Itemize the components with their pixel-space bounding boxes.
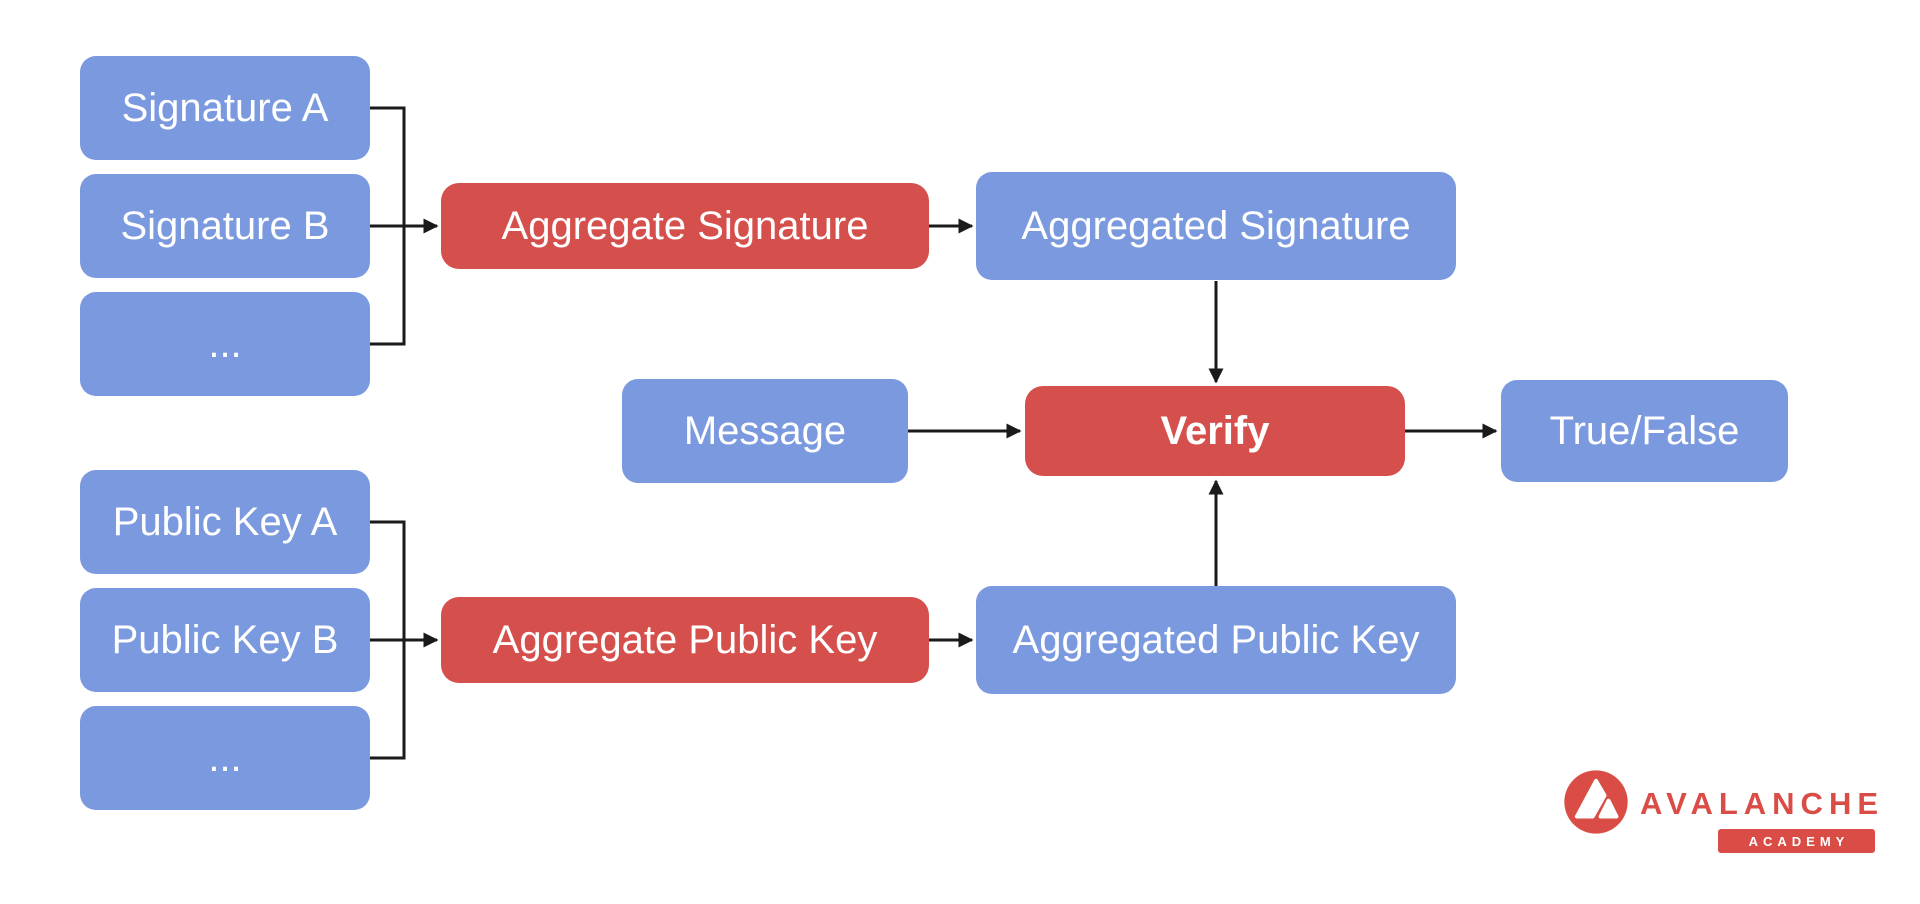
node-true-false: True/False	[1501, 380, 1788, 482]
avalanche-brand-text: AVALANCHE	[1640, 786, 1885, 821]
node-signature-a: Signature A	[80, 56, 370, 160]
node-signature-more: ...	[80, 292, 370, 396]
node-signature-b: Signature B	[80, 174, 370, 278]
academy-badge: ACADEMY	[1718, 829, 1875, 853]
node-message: Message	[622, 379, 908, 483]
avalanche-academy-logo: AVALANCHE ACADEMY	[1563, 769, 1879, 855]
node-aggregated-public-key: Aggregated Public Key	[976, 586, 1456, 694]
connector-signatures-trunk	[370, 106, 406, 346]
node-public-key-b: Public Key B	[80, 588, 370, 692]
node-public-key-a: Public Key A	[80, 470, 370, 574]
avalanche-logo-icon	[1564, 770, 1628, 834]
node-aggregated-signature: Aggregated Signature	[976, 172, 1456, 280]
node-aggregate-public-key: Aggregate Public Key	[441, 597, 929, 683]
node-public-key-more: ...	[80, 706, 370, 810]
node-verify: Verify	[1025, 386, 1405, 476]
connector-publickeys-trunk	[370, 520, 406, 760]
node-aggregate-signature: Aggregate Signature	[441, 183, 929, 269]
